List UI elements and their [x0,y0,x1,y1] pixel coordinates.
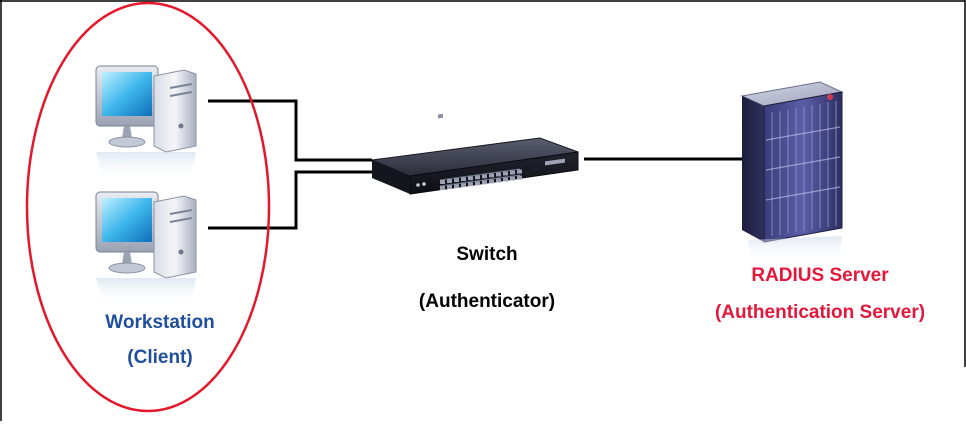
switch-port [489,179,494,184]
switch-port [461,183,466,188]
switch-port [475,175,480,180]
radius-server-role-label: (Authentication Server) [714,302,926,323]
switch-port [510,176,515,181]
switch-port [482,174,487,179]
switch-port [503,171,508,176]
switch-port [503,177,508,182]
workstation-icon [95,65,197,182]
switch-port [468,182,473,187]
switch-port [440,180,445,184]
workstation-name-label: Workstation [105,312,215,333]
switch-role-label: (Authenticator) [418,291,556,312]
radius-server-name-label: RADIUS Server [751,265,889,286]
workstation-icon [95,191,197,308]
switch-port [447,185,452,190]
switch-port [510,170,515,175]
switch-port [440,186,445,190]
switch-port [468,176,473,181]
switch-port [461,177,466,182]
workstation-role-label: (Client) [127,347,193,368]
switch-name-label: Switch [456,244,518,265]
switch-port [489,173,494,178]
switch-port [496,178,501,183]
wire-workstation-1 [208,99,372,162]
switch-port [517,175,522,180]
radius-server-icon [740,81,844,264]
switch-icon [370,113,579,195]
switch-port [496,172,501,177]
switch-port [454,184,459,189]
switch-port [454,178,459,183]
wire-workstation-2 [208,170,372,230]
switch-port [517,169,522,174]
client-group-ellipse [25,1,271,413]
switch-port [447,179,452,184]
switch-port [475,181,480,186]
switch-port [482,180,487,185]
